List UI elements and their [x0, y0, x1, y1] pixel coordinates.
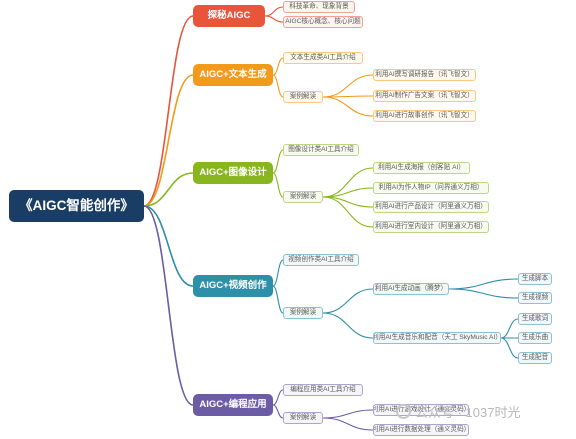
leaf-programming-cases: 案例解读: [283, 412, 323, 424]
connector-b3-b3i0: [272, 259, 284, 287]
connector-n-root-b0: [143, 15, 194, 207]
connector-b3i1-b3c1: [322, 312, 374, 339]
connector-b3c1-b3g2: [500, 318, 519, 339]
connector-b1i1-b1c2: [322, 96, 374, 117]
case-character-ip: 利用AI为作人物IP（问界通义万相）: [373, 182, 489, 194]
leaf-programming-tools-intro: 编程应用类AI工具介绍: [283, 384, 363, 396]
step-generate-lyrics: 生成歌词: [518, 313, 552, 325]
branch-video-creation: AIGC+视频创作: [193, 275, 273, 297]
connector-b1i1-b1c0: [322, 74, 374, 98]
leaf-video-tools-intro: 视频创作类AI工具介绍: [283, 254, 359, 266]
case-animation: 利用AI生成动画（腾梦）: [373, 283, 449, 295]
watermark: 公众号 · 1037时光: [396, 402, 520, 421]
connector-b4-b4i1: [272, 404, 284, 419]
leaf-tech-revolution: 科技革命、现象背景: [283, 1, 355, 13]
connector-b2i1-b2c3: [322, 196, 374, 228]
connector-b2-b2i1: [272, 172, 284, 198]
watermark-text: 公众号 · 1037时光: [415, 405, 521, 420]
case-data-processing: 利用AI进行数据处理（通义灵码）: [373, 424, 469, 436]
connector-b0-b0i0: [264, 6, 284, 17]
case-poster: 利用AI生成海报（创客贴 AI）: [373, 162, 470, 174]
connector-b1-b1i1: [272, 74, 284, 98]
connector-b4-b4i0: [272, 389, 284, 406]
connector-n-root-b2: [143, 172, 194, 207]
leaf-core-concepts: AIGC核心概念、核心问题: [283, 16, 363, 28]
connector-b1-b1i0: [272, 57, 284, 76]
step-generate-melody: 生成乐曲: [518, 332, 552, 344]
case-story-writing: 利用AI进行故事创作（讯飞智文）: [373, 110, 476, 122]
connector-b3i1-b3c0: [322, 288, 374, 314]
connector-b2-b2i0: [272, 149, 284, 174]
branch-explore-aigc: 探秘AIGC: [193, 5, 265, 27]
root-node: 《AIGC智能创作》: [9, 190, 144, 222]
connector-b0-b0i1: [264, 15, 284, 23]
connector-b4i1-b4c1: [322, 417, 374, 431]
case-music-dubbing: 利用AI生成音乐和配音（天工 SkyMusic AI）: [373, 332, 501, 344]
wechat-icon: [396, 404, 411, 419]
connector-b3-b3i1: [272, 285, 284, 314]
case-research-report: 利用AI撰写调研报告（讯飞智文）: [373, 69, 476, 81]
step-generate-video: 生成视频: [518, 292, 552, 304]
branch-text-generation: AIGC+文本生成: [193, 64, 273, 86]
connector-n-root-b3: [143, 205, 194, 287]
connector-b3c1-b3g4: [500, 337, 519, 359]
connector-b4i1-b4c0: [322, 409, 374, 419]
connector-n-root-b1: [143, 74, 194, 207]
connector-n-root-b4: [143, 205, 194, 406]
leaf-image-tools-intro: 图像设计类AI工具介绍: [283, 144, 359, 156]
leaf-video-cases: 案例解读: [283, 307, 323, 319]
case-interior-design: 利用AI进行室内设计（阿里通义万相）: [373, 221, 489, 233]
connector-b3c0-b3g1: [448, 288, 519, 299]
connector-b3c0-b3g0: [448, 278, 519, 290]
case-product-design: 利用AI进行产品设计（阿里通义万相）: [373, 201, 489, 213]
leaf-image-cases: 案例解读: [283, 191, 323, 203]
case-ad-copy: 利用AI制作广告文案（讯飞智文）: [373, 90, 476, 102]
leaf-text-tools-intro: 文本生成类AI工具介绍: [283, 52, 363, 64]
step-generate-voiceover: 生成配音: [518, 352, 552, 364]
branch-programming: AIGC+编程应用: [193, 394, 273, 416]
leaf-text-cases: 案例解读: [283, 91, 323, 103]
branch-image-design: AIGC+图像设计: [193, 162, 273, 184]
step-generate-script: 生成脚本: [518, 273, 552, 285]
